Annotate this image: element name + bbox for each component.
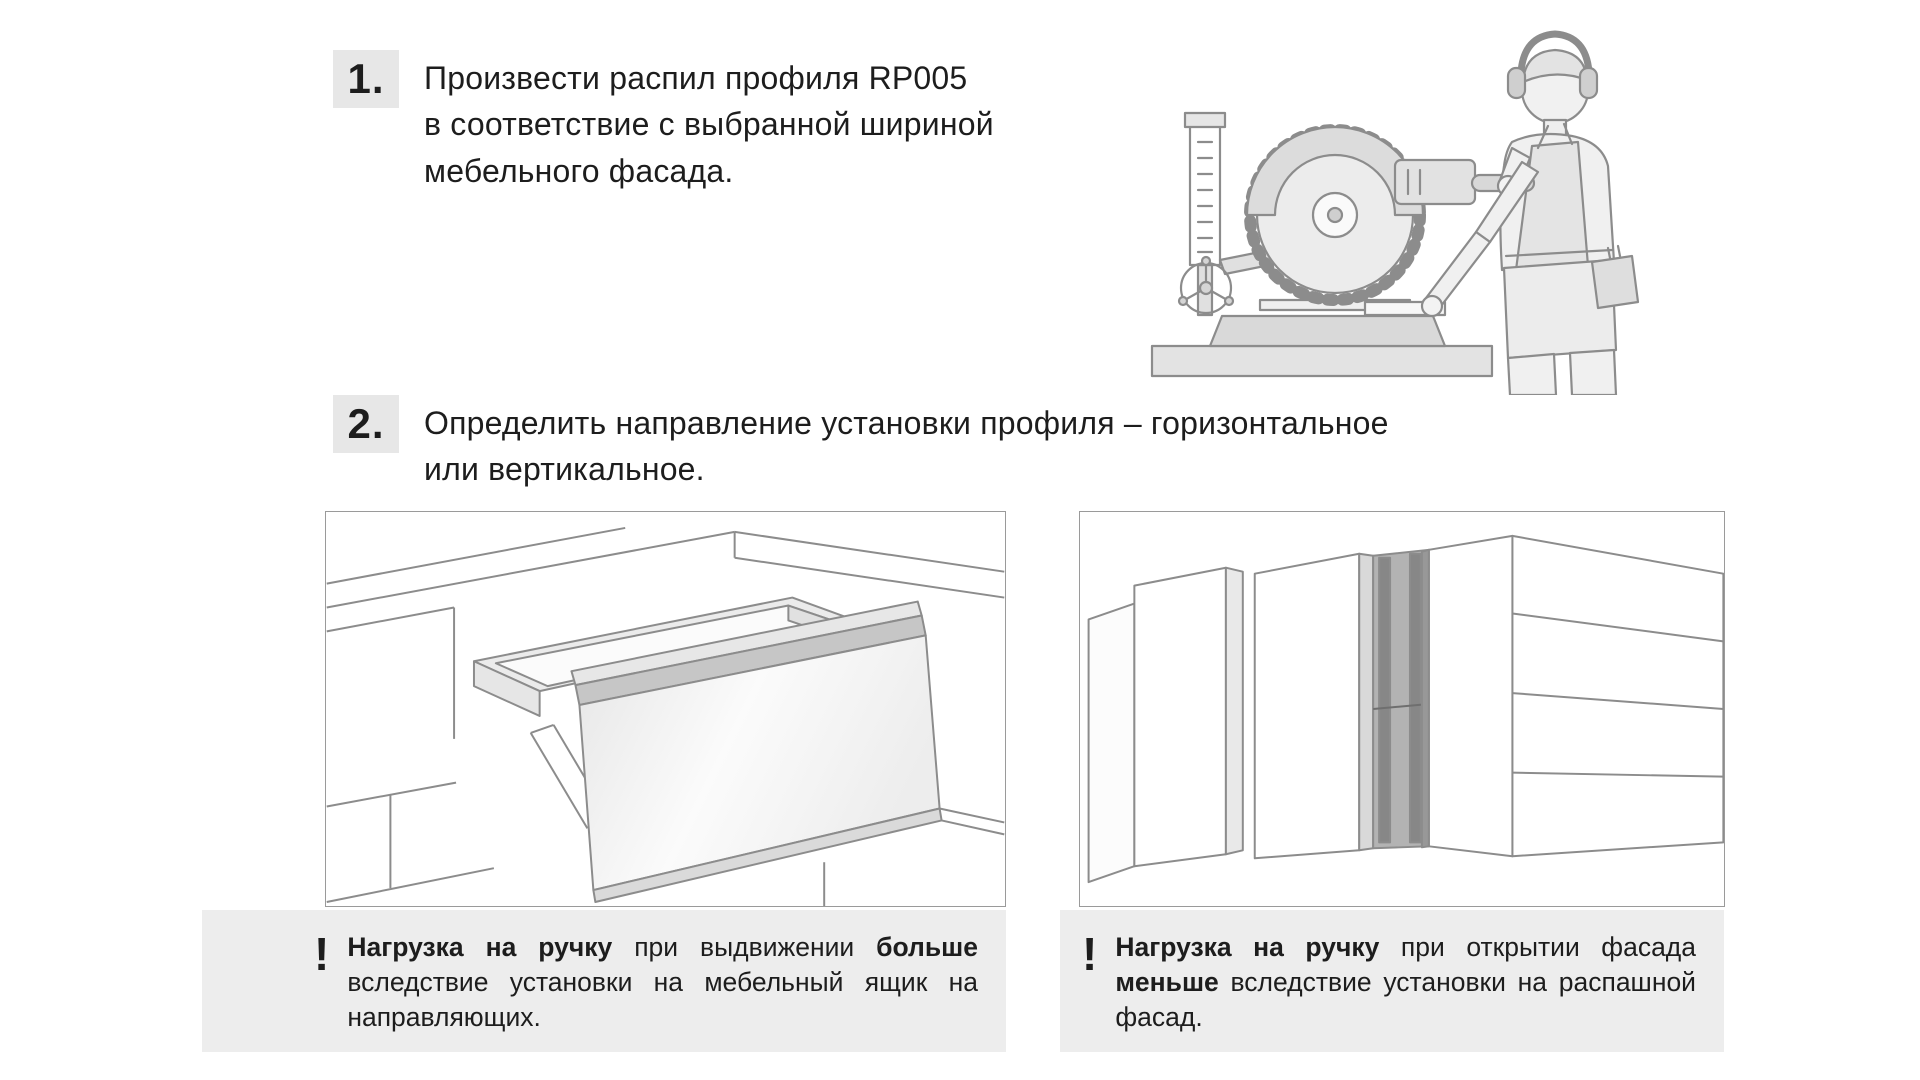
tool-pouch	[1590, 254, 1640, 310]
drawer-horizontal-profile-figure	[325, 511, 1006, 907]
cabinet-vertical-profile-figure	[1079, 511, 1725, 907]
step-2-number-badge: 2.	[333, 395, 399, 453]
middle-left-door	[1253, 552, 1361, 860]
side-wall-panel	[1087, 602, 1136, 884]
vertical-handle-profile-2	[1408, 552, 1422, 844]
note-drawer-load-text: Нагрузка на ручку при выдвижении больше …	[347, 932, 979, 1032]
blade-guard	[1245, 125, 1425, 217]
right-door-edge-profile	[1420, 548, 1430, 849]
step-2-text: Определить направление установки профиля…	[424, 405, 1389, 488]
note-facade-load: ! Нагрузка на ручку при открытии фасада …	[1060, 910, 1724, 1052]
lower-cabinet-lines	[823, 807, 1005, 906]
step-1-number-badge: 1.	[333, 50, 399, 108]
cabinet-carcass-lines	[326, 526, 1005, 903]
middle-right-door	[1427, 534, 1514, 858]
handwheel	[1177, 255, 1235, 315]
door-gap-with-profiles	[1372, 548, 1430, 850]
ear-cup-left	[1506, 66, 1527, 100]
worker-arms	[1420, 146, 1540, 318]
headphone-band	[1517, 30, 1593, 76]
workbench	[1150, 298, 1494, 378]
worker-hand-right	[1420, 294, 1444, 318]
drawer-front-panel	[578, 634, 943, 904]
worker-cap	[1521, 48, 1589, 84]
exclamation-icon: !	[1082, 928, 1098, 980]
drawer-box	[472, 596, 885, 717]
worker-figure	[1499, 30, 1640, 397]
drawer-figure-svg	[326, 526, 1005, 906]
vertical-handle-profile-1	[1378, 556, 1392, 844]
left-door-panel	[1133, 566, 1227, 868]
exclamation-icon: !	[314, 928, 330, 980]
ear-cup-right	[1578, 66, 1599, 100]
right-wide-panel	[1511, 534, 1724, 858]
worker-hips	[1502, 258, 1618, 360]
miter-saw-worker-illustration	[1140, 10, 1640, 397]
miter-saw-illustration-svg	[1150, 30, 1640, 397]
cabinet-figure-svg	[1087, 534, 1724, 884]
saw-blade-assembly	[1244, 124, 1536, 317]
note-facade-load-text: Нагрузка на ручку при открытии фасада ме…	[1115, 932, 1697, 1032]
note-drawer-load: ! Нагрузка на ручку при выдвижении больш…	[202, 910, 1006, 1052]
step-1-text: Произвести распил профиля RP005 в соотве…	[424, 60, 994, 189]
